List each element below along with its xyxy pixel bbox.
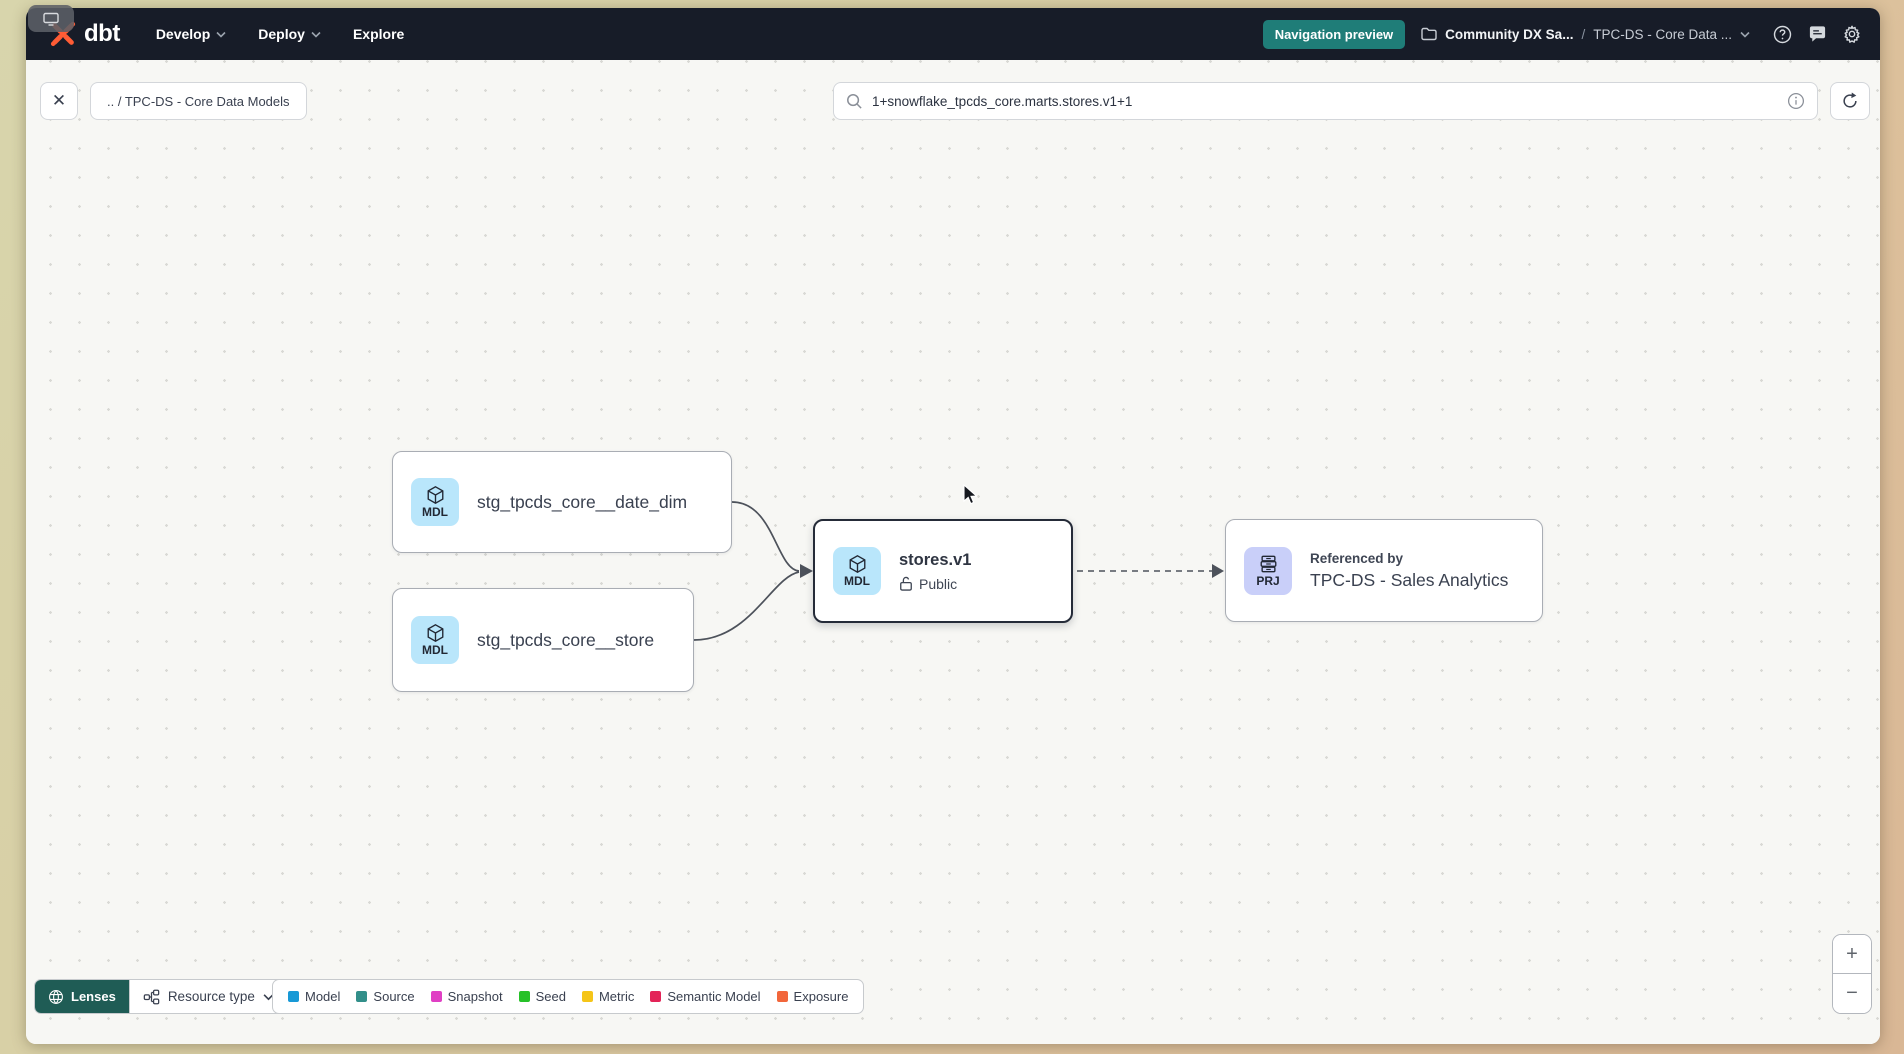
close-icon: ✕: [51, 91, 67, 110]
node-stores-v1[interactable]: MDL stores.v1 Public: [813, 519, 1073, 623]
zoom-in-button[interactable]: +: [1833, 935, 1871, 974]
node-label: TPC-DS - Sales Analytics: [1310, 569, 1509, 590]
top-navbar: dbt Develop Deploy Explore Navigation pr…: [26, 8, 1880, 60]
lenses-button[interactable]: Lenses: [35, 980, 129, 1013]
close-lineage-button[interactable]: ✕: [40, 82, 78, 120]
settings-icon[interactable]: [1842, 24, 1862, 44]
feedback-icon[interactable]: [1807, 24, 1827, 44]
chevron-down-icon: [311, 31, 321, 38]
legend-snapshot: Snapshot: [430, 989, 503, 1004]
node-text: stores.v1 Public: [899, 551, 971, 592]
zoom-out-button[interactable]: −: [1833, 974, 1871, 1013]
lineage-toolbar-right: [833, 82, 1870, 120]
info-icon[interactable]: [1787, 92, 1805, 110]
navbar-icons: [1772, 24, 1862, 44]
resource-type-dropdown[interactable]: Resource type: [128, 980, 287, 1013]
cube-icon: [849, 555, 865, 574]
unlock-icon: [900, 576, 912, 591]
breadcrumb: Community DX Sa... / TPC-DS - Core Data …: [1421, 27, 1750, 42]
node-stg-tpcds-core-date-dim[interactable]: MDL stg_tpcds_core__date_dim: [392, 451, 732, 553]
mouse-cursor: [963, 484, 978, 505]
node-referenced-by-sales-analytics[interactable]: PRJ Referenced by TPC-DS - Sales Analyti…: [1225, 519, 1543, 622]
archive-icon: [1260, 555, 1276, 573]
display-icon: [43, 12, 59, 26]
model-tile: MDL: [411, 616, 459, 664]
node-label: stores.v1: [899, 550, 972, 569]
lineage-breadcrumb-chip[interactable]: .. / TPC-DS - Core Data Models: [90, 82, 307, 120]
legend-swatch: [518, 991, 530, 1002]
legend-swatch: [581, 991, 593, 1002]
node-kicker: Referenced by: [1310, 550, 1404, 566]
legend-seed: Seed: [518, 989, 566, 1004]
dbt-logo-text: dbt: [84, 20, 120, 47]
menu-explore[interactable]: Explore: [352, 26, 405, 42]
legend-swatch: [776, 991, 788, 1002]
zoom-controls: + −: [1832, 934, 1872, 1014]
lens-controls: Lenses Resource type: [34, 979, 288, 1014]
resource-legend: Model Source Snapshot Seed Metric Semant…: [272, 979, 865, 1014]
screen-share-indicator: [28, 5, 74, 32]
refresh-icon: [1843, 92, 1857, 108]
legend-model: Model: [288, 989, 340, 1004]
model-tile: MDL: [411, 478, 459, 526]
main-menu: Develop Deploy Explore: [156, 26, 405, 42]
menu-deploy[interactable]: Deploy: [258, 26, 321, 42]
cube-icon: [427, 624, 443, 643]
refresh-button[interactable]: [1830, 82, 1870, 120]
dbt-cloud-window: dbt Develop Deploy Explore Navigation pr…: [26, 8, 1880, 1044]
legend-exposure: Exposure: [776, 989, 848, 1004]
search-icon: [847, 93, 862, 109]
node-label: stg_tpcds_core__store: [477, 629, 655, 650]
folder-icon: [1421, 27, 1437, 41]
search-input[interactable]: [872, 93, 1778, 109]
project-tile: PRJ: [1244, 546, 1292, 595]
menu-develop[interactable]: Develop: [156, 26, 226, 42]
cube-icon: [427, 486, 443, 505]
legend-metric: Metric: [581, 989, 634, 1004]
legend-swatch: [356, 991, 368, 1002]
breadcrumb-separator: /: [1581, 26, 1586, 42]
breadcrumb-page[interactable]: TPC-DS - Core Data ...: [1593, 26, 1732, 42]
node-label: stg_tpcds_core__date_dim: [477, 491, 688, 512]
model-tile: MDL: [833, 547, 881, 595]
help-icon[interactable]: [1772, 24, 1792, 44]
breadcrumb-project[interactable]: Community DX Sa...: [1445, 26, 1574, 42]
lineage-canvas[interactable]: ✕ .. / TPC-DS - Core Data Models: [26, 60, 1880, 1044]
chevron-down-icon[interactable]: [1740, 31, 1750, 38]
legend-semantic-model: Semantic Model: [650, 989, 761, 1004]
lineage-search: [833, 82, 1818, 120]
node-access-badge: Public: [899, 576, 971, 592]
node-stg-tpcds-core-store[interactable]: MDL stg_tpcds_core__store: [392, 588, 694, 692]
node-text: Referenced by TPC-DS - Sales Analytics: [1310, 551, 1508, 591]
legend-source: Source: [356, 989, 415, 1004]
legend-swatch: [288, 991, 299, 1002]
navigation-preview-badge[interactable]: Navigation preview: [1262, 19, 1406, 49]
legend-swatch: [430, 991, 442, 1002]
legend-swatch: [650, 991, 662, 1002]
chevron-down-icon: [263, 993, 274, 1000]
dag-icon: [143, 989, 160, 1004]
chevron-down-icon: [216, 31, 226, 38]
navbar-right: Navigation preview Community DX Sa... / …: [1262, 19, 1862, 49]
lens-icon: [49, 989, 63, 1004]
